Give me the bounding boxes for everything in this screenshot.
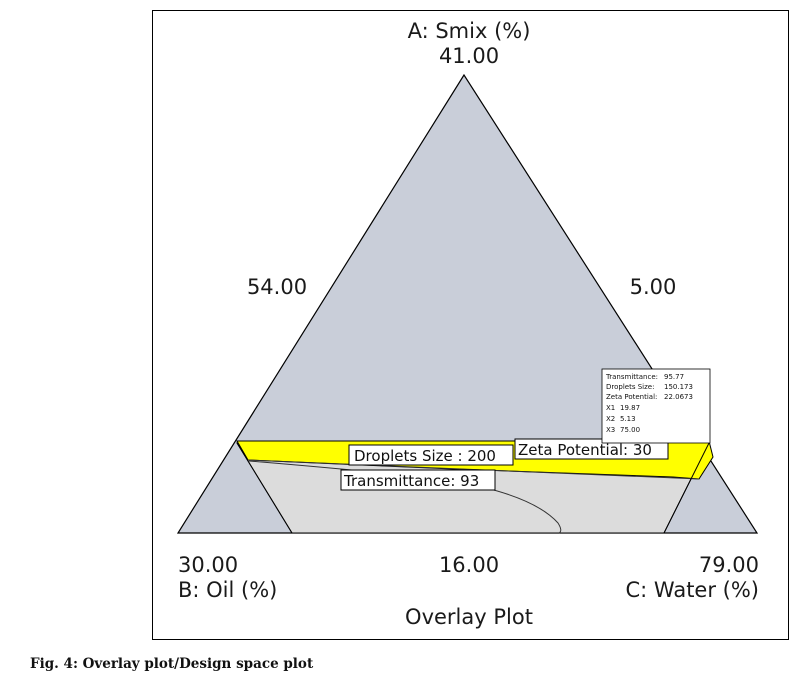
overlay-plot: Droplets Size : 200 Zeta Potential: 30 T… <box>176 19 759 629</box>
contour-label-zeta: Zeta Potential: 30 <box>514 438 669 460</box>
contour-label-transmittance-text: Transmittance: 93 <box>343 472 479 490</box>
contour-label-droplets: Droplets Size : 200 <box>348 444 514 466</box>
flag-value-0: 95.77 <box>664 373 684 381</box>
axis-b-apex-value: 30.00 <box>178 553 238 577</box>
contour-label-droplets-text: Droplets Size : 200 <box>354 447 496 465</box>
axis-a-name: A: Smix (%) <box>408 19 531 43</box>
flag-label-0: Transmittance: <box>605 373 658 381</box>
axis-a-apex-value: 41.00 <box>439 44 499 68</box>
left-edge-value: 54.00 <box>247 275 307 299</box>
flag-point-tooltip: Transmittance: 95.77 Droplets Size: 150.… <box>601 368 711 444</box>
chart-title: Overlay Plot <box>405 605 533 629</box>
bottom-edge-value: 16.00 <box>439 553 499 577</box>
flag-label-2: Zeta Potential: <box>606 393 657 401</box>
contour-label-zeta-text: Zeta Potential: 30 <box>518 441 652 459</box>
axis-c-name: C: Water (%) <box>625 578 759 602</box>
axis-c-apex-value: 79.00 <box>699 553 759 577</box>
water-corner-boundary <box>663 442 710 534</box>
figure-caption: Fig. 4: Overlay plot/Design space plot <box>30 656 314 672</box>
flag-label-1: Droplets Size: <box>606 383 654 391</box>
right-edge-value: 5.00 <box>630 275 677 299</box>
axis-b-name: B: Oil (%) <box>178 578 277 602</box>
flag-value-5: 75.00 <box>620 426 640 434</box>
flag-label-5: X3 <box>606 426 615 434</box>
contour-label-transmittance: Transmittance: 93 <box>340 469 496 491</box>
flag-value-1: 150.173 <box>664 383 693 391</box>
oil-corner-boundary <box>236 442 293 534</box>
flag-label-4: X2 <box>606 415 615 423</box>
flag-value-3: 19.87 <box>620 404 640 412</box>
flag-label-3: X1 <box>606 404 615 412</box>
flag-value-4: 5.13 <box>620 415 636 423</box>
flag-value-2: 22.0673 <box>664 393 693 401</box>
chart-frame: Droplets Size : 200 Zeta Potential: 30 T… <box>152 10 789 640</box>
